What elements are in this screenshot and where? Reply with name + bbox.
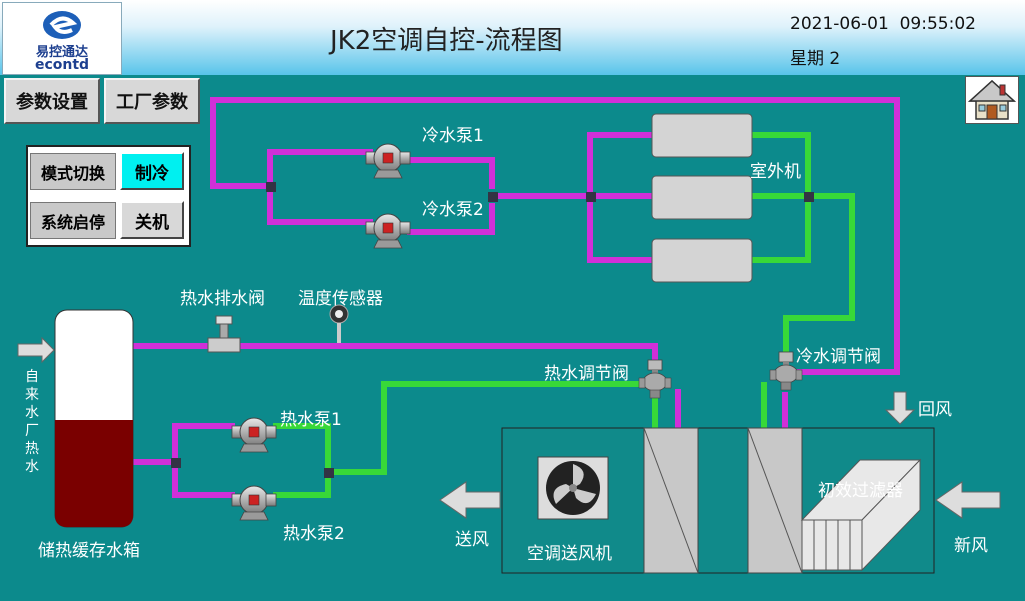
mode-row: 模式切换 制冷 xyxy=(28,147,189,196)
pipe-joints xyxy=(171,182,814,478)
primary-filter-label: 初效过滤器 xyxy=(818,481,903,501)
mode-toggle-button[interactable]: 制冷 xyxy=(120,152,184,190)
mode-label: 模式切换 xyxy=(30,153,116,190)
hot-reg-valve-label: 热水调节阀 xyxy=(544,364,629,384)
hot-pump-1-label: 热水泵1 xyxy=(280,410,342,430)
cold-reg-valve-label: 冷水调节阀 xyxy=(796,347,881,367)
hot-pump-2-label: 热水泵2 xyxy=(283,524,345,544)
storage-tank xyxy=(54,309,134,528)
hot-pump-2-icon xyxy=(231,485,277,521)
home-button[interactable] xyxy=(965,76,1019,124)
filter-icon xyxy=(800,458,922,572)
outdoor-units xyxy=(651,113,753,283)
return-air-arrow-icon xyxy=(884,391,916,425)
page-title: JK2空调自控-流程图 xyxy=(330,26,563,56)
outdoor-unit-label: 室外机 xyxy=(750,162,801,182)
control-panel: 模式切换 制冷 系统启停 关机 xyxy=(26,145,191,247)
fan-icon xyxy=(537,456,609,520)
datetime: 2021-06-01 09:55:02 xyxy=(790,14,976,34)
system-row: 系统启停 关机 xyxy=(28,196,189,245)
factory-params-button[interactable]: 工厂参数 xyxy=(104,78,200,124)
storage-tank-label: 储热缓存水箱 xyxy=(38,541,140,561)
supply-air-arrow-icon xyxy=(439,481,501,519)
temp-sensor-label: 温度传感器 xyxy=(298,289,383,309)
hot-reg-valve-icon xyxy=(638,359,672,399)
home-icon xyxy=(968,79,1016,120)
cold-pump-2-label: 冷水泵2 xyxy=(422,200,484,220)
param-settings-button[interactable]: 参数设置 xyxy=(4,78,100,124)
system-power-button[interactable]: 关机 xyxy=(120,201,184,239)
fresh-air-label: 新风 xyxy=(954,536,988,556)
cold-pump-1-label: 冷水泵1 xyxy=(422,126,484,146)
drain-valve-icon xyxy=(207,315,241,353)
inlet-arrow-icon xyxy=(17,336,55,364)
header-bar xyxy=(0,0,1025,75)
tap-water-inlet-label: 自来水厂热水 xyxy=(25,369,39,475)
hot-pump-1-icon xyxy=(231,417,277,453)
temp-sensor-icon xyxy=(329,304,349,343)
supply-air-label: 送风 xyxy=(455,530,489,550)
system-label: 系统启停 xyxy=(30,202,116,239)
ac-fan-label: 空调送风机 xyxy=(527,544,612,564)
logo-text-en: econtd xyxy=(34,57,90,73)
logo: 易控通达 econtd xyxy=(2,2,122,75)
hot-drain-valve-label: 热水排水阀 xyxy=(180,289,265,309)
fresh-air-arrow-icon xyxy=(935,481,1001,519)
hot-pipes xyxy=(132,97,900,498)
logo-text-cn: 易控通达 xyxy=(35,45,88,60)
weekday: 星期 2 xyxy=(790,49,841,69)
logo-mark-icon xyxy=(43,11,81,39)
return-air-label: 回风 xyxy=(918,400,952,420)
